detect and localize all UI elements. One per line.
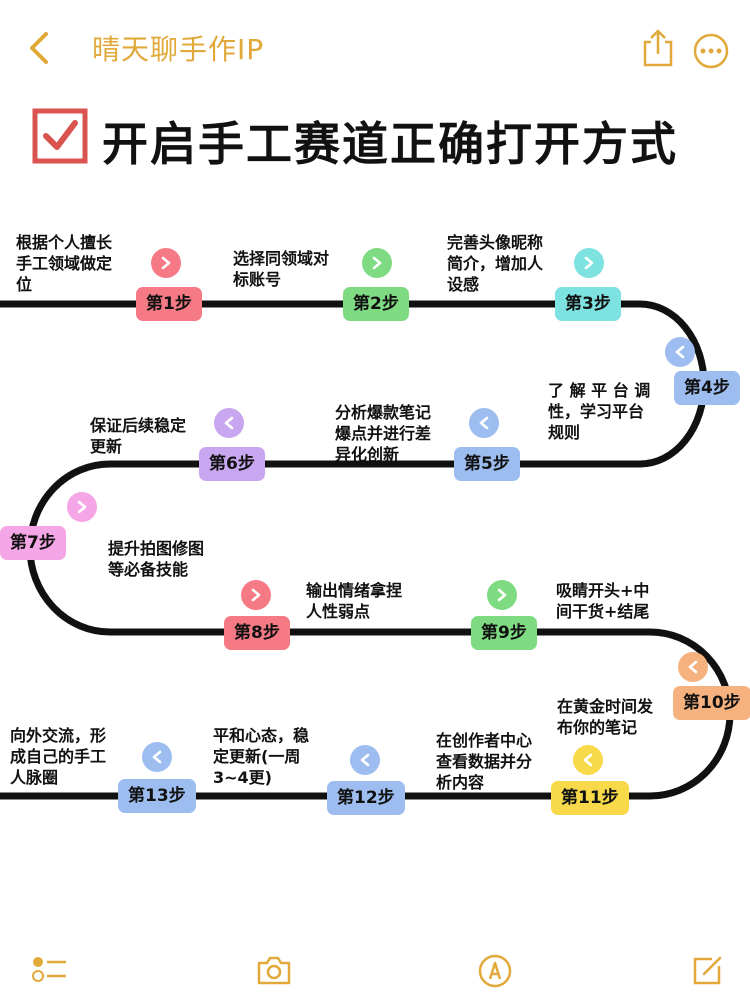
step-desc-line: 平和心态，稳	[213, 726, 310, 745]
step-desc-6: 保证后续稳定更新	[90, 415, 186, 457]
chevron-left-icon	[350, 745, 380, 775]
step-pill-9: 第9步	[471, 616, 537, 650]
step-pill-6: 第6步	[199, 447, 265, 481]
chevron-right-icon	[241, 580, 271, 610]
step-desc-line: 查看数据并分	[436, 752, 533, 771]
step-desc-line: 更新	[90, 437, 123, 456]
step-desc-line: 人脉圈	[10, 768, 59, 787]
compose-icon[interactable]	[690, 954, 724, 992]
step-desc-5: 分析爆款笔记爆点并进行差异化创新	[335, 402, 431, 465]
step-desc-line: 在黄金时间发	[557, 697, 654, 716]
step-desc-line: 性，学习平台	[548, 402, 645, 421]
step-desc-4: 了 解 平 台 调性，学习平台规则	[548, 380, 650, 443]
step-desc-9: 吸睛开头+中间干货+结尾	[556, 580, 649, 622]
bottom-toolbar	[0, 940, 750, 1000]
step-desc-line: 选择同领域对	[233, 249, 330, 268]
step-desc-line: 手工领域做定	[16, 254, 113, 273]
step-desc-8: 输出情绪拿捏人性弱点	[306, 580, 402, 622]
chevron-left-icon	[469, 408, 499, 438]
step-desc-line: 分析爆款笔记	[335, 403, 432, 422]
checklist-icon[interactable]	[32, 954, 68, 990]
chevron-right-icon	[151, 248, 181, 278]
headline: 开启手工赛道正确打开方式	[32, 108, 732, 171]
step-desc-11: 在创作者中心查看数据并分析内容	[436, 730, 532, 793]
step-desc-line: 规则	[548, 423, 581, 442]
step-desc-2: 选择同领域对标账号	[233, 248, 329, 290]
note-title: 晴天聊手作IP	[92, 33, 265, 66]
step-pill-1: 第1步	[136, 287, 202, 321]
step-desc-line: 定更新(一周	[213, 747, 301, 766]
chevron-left-icon	[573, 745, 603, 775]
step-desc-line: 保证后续稳定	[90, 416, 187, 435]
step-desc-line: 向外交流，形	[10, 726, 107, 745]
step-pill-5: 第5步	[454, 447, 520, 481]
step-pill-11: 第11步	[551, 781, 629, 815]
chevron-right-icon	[487, 580, 517, 610]
chevron-left-icon	[665, 337, 695, 367]
step-pill-2: 第2步	[343, 287, 409, 321]
step-pill-13: 第13步	[118, 779, 196, 813]
step-pill-8: 第8步	[224, 616, 290, 650]
share-icon[interactable]	[640, 28, 676, 68]
step-pill-3: 第3步	[555, 287, 621, 321]
chevron-left-icon	[142, 742, 172, 772]
chevron-left-icon	[678, 652, 708, 682]
step-desc-7: 提升拍图修图等必备技能	[108, 538, 204, 580]
step-desc-1: 根据个人擅长手工领域做定位	[16, 232, 112, 295]
step-desc-line: 异化创新	[335, 445, 400, 464]
top-navbar: 晴天聊手作IP	[0, 0, 750, 100]
step-desc-line: 提升拍图修图	[108, 539, 205, 558]
step-desc-line: 布你的笔记	[557, 718, 638, 737]
step-desc-line: 等必备技能	[108, 560, 189, 579]
chevron-right-icon	[67, 492, 97, 522]
step-desc-line: 爆点并进行差	[335, 424, 432, 443]
step-pill-4: 第4步	[674, 371, 740, 405]
step-desc-line: 根据个人擅长	[16, 233, 113, 252]
step-desc-line: 了 解 平 台 调	[548, 381, 651, 400]
checkbox-icon	[32, 108, 88, 164]
step-desc-line: 完善头像昵称	[447, 233, 544, 252]
step-desc-line: 间干货+结尾	[556, 602, 650, 621]
step-pill-12: 第12步	[327, 781, 405, 815]
pen-icon[interactable]	[478, 954, 512, 992]
headline-text: 开启手工赛道正确打开方式	[102, 117, 678, 171]
step-desc-line: 成自己的手工	[10, 747, 107, 766]
step-desc-10: 在黄金时间发布你的笔记	[557, 696, 653, 738]
step-desc-line: 位	[16, 275, 33, 294]
step-desc-line: 在创作者中心	[436, 731, 533, 750]
step-pill-10: 第10步	[673, 686, 750, 720]
step-desc-line: 人性弱点	[306, 602, 371, 621]
chevron-right-icon	[574, 248, 604, 278]
step-desc-line: 析内容	[436, 773, 485, 792]
step-desc-line: 3~4更)	[213, 768, 272, 787]
back-icon[interactable]	[20, 28, 60, 68]
camera-icon[interactable]	[256, 954, 292, 990]
step-desc-line: 设感	[447, 275, 480, 294]
chevron-left-icon	[214, 408, 244, 438]
step-pill-7: 第7步	[0, 526, 66, 560]
step-desc-line: 标账号	[233, 270, 282, 289]
step-desc-line: 输出情绪拿捏	[306, 581, 403, 600]
more-icon[interactable]	[692, 32, 730, 70]
step-desc-line: 吸睛开头+中	[556, 581, 650, 600]
chevron-right-icon	[362, 248, 392, 278]
step-desc-3: 完善头像昵称简介，增加人设感	[447, 232, 543, 295]
step-desc-12: 平和心态，稳定更新(一周 3~4更)	[213, 725, 309, 788]
step-desc-13: 向外交流，形成自己的手工人脉圈	[10, 725, 106, 788]
step-desc-line: 简介，增加人	[447, 254, 544, 273]
